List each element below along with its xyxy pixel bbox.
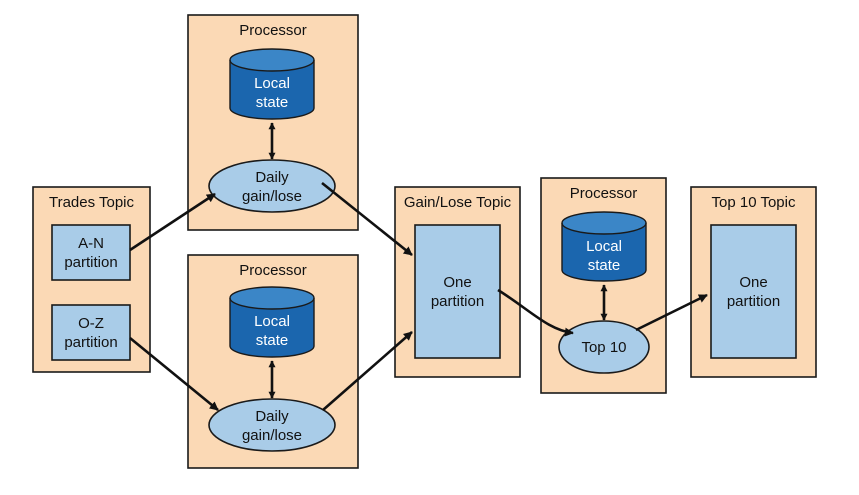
local-state-top-label-1: Local: [254, 75, 290, 92]
partition-o-z-label-2: partition: [64, 334, 117, 351]
partition-o-z-label-1: O-Z: [78, 315, 104, 332]
local-state-bottom-label-1: Local: [254, 313, 290, 330]
processor-right-title: Processor: [570, 185, 638, 202]
gain-lose-partition-label-2: partition: [431, 293, 484, 310]
top-10-operator: [558, 320, 650, 374]
gain-lose-partition: [414, 224, 501, 359]
edge-daily-top-to-gain-lose: [321, 181, 413, 257]
processor-top-title: Processor: [239, 22, 307, 39]
edge-a-n-to-daily-top: [129, 192, 216, 252]
gain-lose-topic: Gain/Lose Topic One partition: [394, 186, 521, 378]
daily-gain-lose-bottom-label-1: Daily: [255, 408, 289, 425]
gain-lose-topic-title: Gain/Lose Topic: [404, 194, 512, 211]
local-state-store-right: [561, 211, 647, 282]
edge-daily-bottom-to-gain-lose: [322, 331, 413, 411]
gain-lose-partition-label-1: One: [443, 274, 471, 291]
daily-gain-lose-top: [208, 159, 336, 213]
processor-right: Processor Local state Top 10: [540, 177, 667, 394]
daily-gain-lose-top-label-2: gain/lose: [242, 188, 302, 205]
partition-a-n-label-1: A-N: [78, 235, 104, 252]
trades-topic-title: Trades Topic: [49, 194, 135, 211]
edge-o-z-to-daily-bottom: [129, 336, 219, 412]
top-10-partition: [710, 224, 797, 359]
local-state-bottom-label-2: state: [256, 332, 289, 349]
partition-o-z: [51, 304, 131, 361]
local-state-right-label-2: state: [588, 257, 621, 274]
top-10-partition-label-2: partition: [727, 293, 780, 310]
edge-top-10-to-top-10-topic: [635, 293, 708, 332]
daily-gain-lose-bottom: [208, 398, 336, 452]
processor-top: Processor Local state Daily gain/lose: [187, 14, 359, 231]
daily-gain-lose-bottom-label-2: gain/lose: [242, 427, 302, 444]
daily-gain-lose-top-label-1: Daily: [255, 169, 289, 186]
local-state-top-label-2: state: [256, 94, 289, 111]
edge-gain-lose-to-top-10: [497, 288, 574, 337]
partition-a-n-label-2: partition: [64, 254, 117, 271]
top-10-topic-title: Top 10 Topic: [712, 194, 796, 211]
top-10-partition-label-1: One: [739, 274, 767, 291]
local-state-store-bottom: [229, 286, 315, 358]
processor-bottom-title: Processor: [239, 262, 307, 279]
top-10-topic: Top 10 Topic One partition: [690, 186, 817, 378]
top-10-operator-label: Top 10: [581, 339, 626, 356]
partition-a-n: [51, 224, 131, 281]
trades-topic: Trades Topic A-N partition O-Z partition: [32, 186, 151, 373]
local-state-right-label-1: Local: [586, 238, 622, 255]
local-state-store-top: [229, 48, 315, 120]
processor-bottom: Processor Local state Daily gain/lose: [187, 254, 359, 469]
